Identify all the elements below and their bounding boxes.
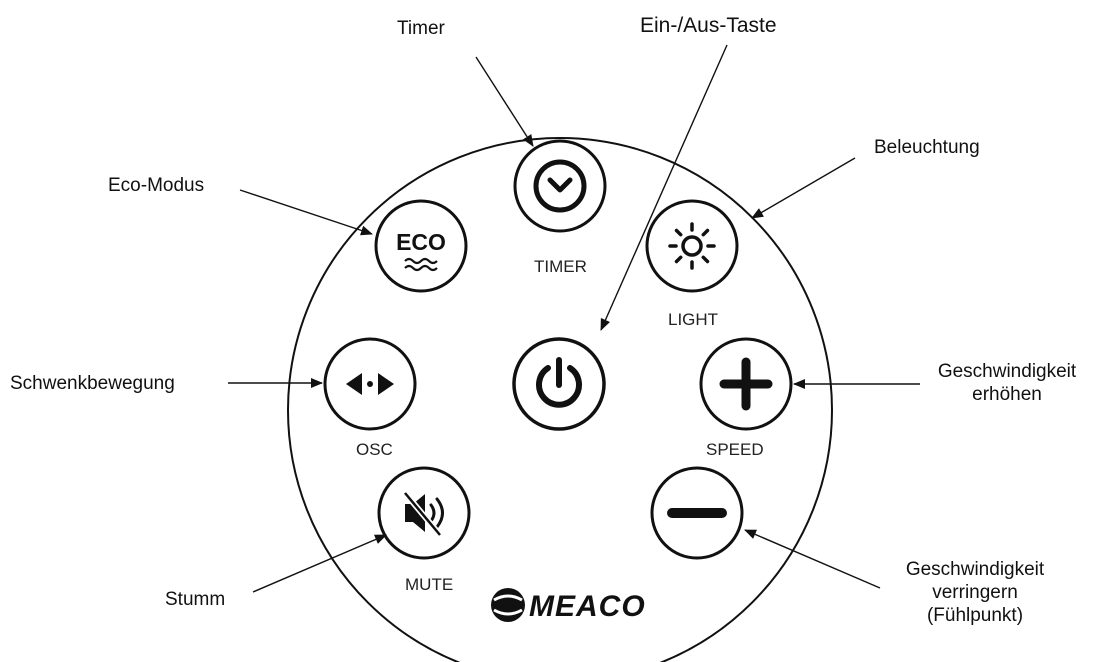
callout-timer: Timer — [397, 18, 445, 39]
timer-button[interactable] — [513, 139, 607, 233]
callout-power: Ein-/Aus-Taste — [640, 14, 777, 37]
timer-arrow — [475, 56, 534, 147]
brand-wordmark: MEACO — [529, 590, 646, 623]
eco-arrow — [239, 189, 373, 236]
mute-button-label: MUTE — [405, 575, 454, 594]
callout-speed-up-line2: erhöhen — [972, 384, 1042, 405]
callout-eco: Eco-Modus — [108, 175, 205, 196]
light-button-label: LIGHT — [668, 310, 719, 329]
eco-button-text: ECO — [396, 229, 446, 255]
timer-button-label: TIMER — [534, 257, 587, 276]
mute-button[interactable] — [377, 466, 471, 560]
osc-button[interactable] — [323, 337, 417, 431]
light-button[interactable] — [645, 199, 739, 293]
power-icon — [536, 357, 582, 408]
mute-icon — [402, 491, 444, 537]
speed-down-button[interactable] — [650, 466, 744, 560]
callout-speed-up: Geschwindigkeit erhöhen — [922, 360, 1092, 406]
mute-arrow — [252, 534, 387, 593]
callout-osc: Schwenkbewegung — [10, 373, 175, 394]
meaco-logo-icon — [491, 588, 525, 622]
speed-up-button[interactable] — [699, 337, 793, 431]
plus-icon — [719, 357, 773, 411]
sun-icon — [668, 222, 716, 270]
wave-icon — [404, 257, 438, 272]
speed-button-label: SPEED — [706, 440, 764, 459]
eco-button[interactable]: ECO — [374, 199, 468, 293]
light-arrow — [751, 157, 856, 219]
oscillation-icon — [346, 373, 394, 395]
power-button[interactable] — [512, 337, 606, 431]
callout-speed-up-line1: Geschwindigkeit — [937, 361, 1077, 382]
callout-speed-down: Geschwindigkeit verringern (Fühlpunkt) — [890, 558, 1060, 627]
osc-button-label: OSC — [356, 440, 393, 459]
power-arrow — [600, 44, 728, 331]
callout-speed-down-line1: Geschwindigkeit — [905, 559, 1045, 580]
control-panel-outline — [287, 137, 833, 662]
callout-speed-down-line2: verringern — [932, 582, 1018, 603]
speed-down-arrow — [744, 529, 881, 589]
clock-icon — [533, 159, 587, 213]
callout-light: Beleuchtung — [874, 137, 980, 158]
callout-mute: Stumm — [165, 589, 226, 610]
callout-speed-down-line3: (Fühlpunkt) — [926, 605, 1024, 626]
